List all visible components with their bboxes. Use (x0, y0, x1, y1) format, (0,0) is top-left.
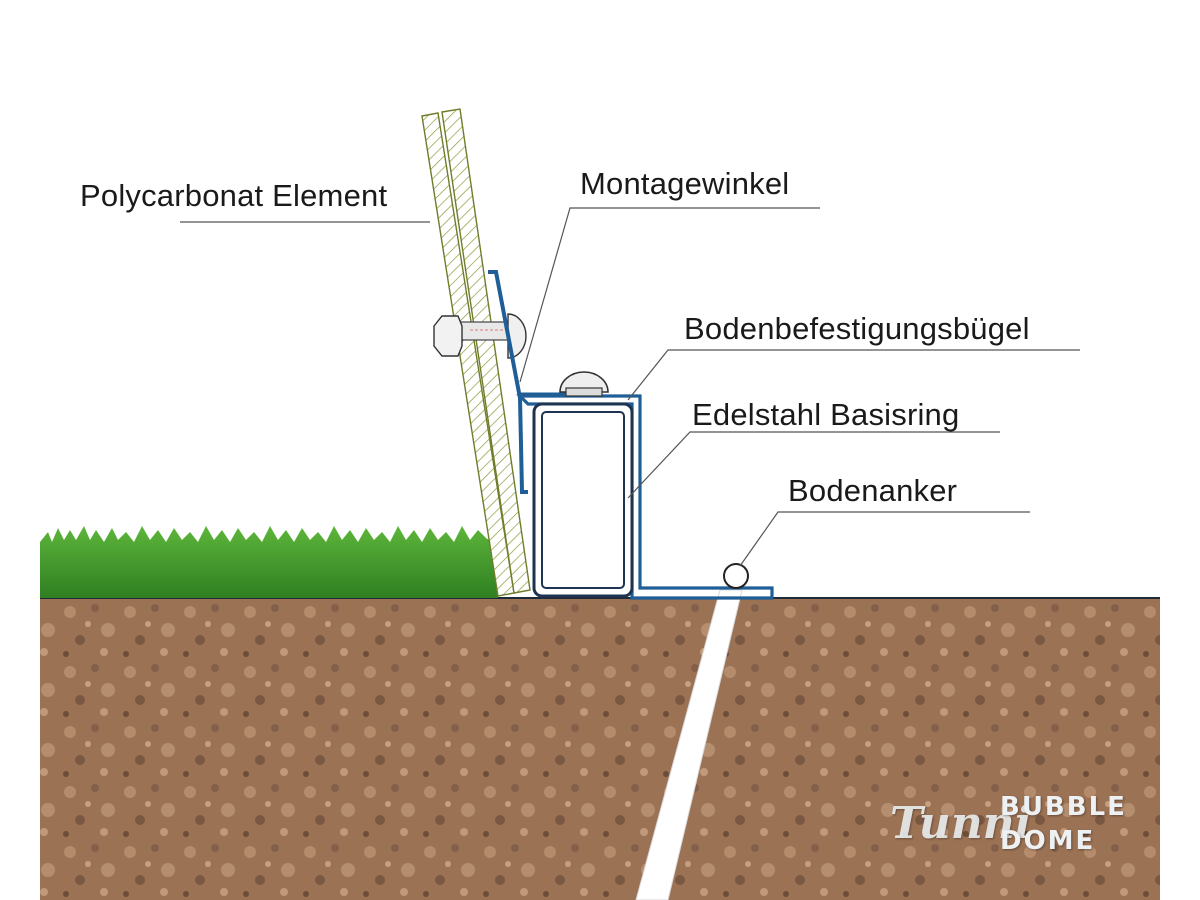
grass (40, 526, 498, 598)
leader-lines (180, 207, 1080, 567)
leader-ground-anchor (739, 511, 1030, 567)
label-base-ring: Edelstahl Basisring (692, 397, 960, 432)
anchor-head (723, 563, 749, 589)
polycarbonate-panel (421, 108, 531, 597)
label-ground-bracket: Bodenbefestigungsbügel (684, 311, 1030, 346)
label-polycarbonate: Polycarbonat Element (80, 178, 388, 213)
label-mounting-bracket: Montagewinkel (580, 166, 790, 201)
logo-line-1: BUBBLE (1000, 792, 1127, 822)
soil (40, 598, 1160, 900)
logo-script: Tunni (890, 798, 1032, 849)
logo-line-2: DOME (1000, 826, 1096, 856)
brand-logo: Tunni BUBBLE DOME (890, 790, 1130, 870)
leader-mounting-bracket (519, 207, 820, 383)
label-ground-anchor: Bodenanker (788, 473, 958, 508)
bolt (433, 313, 527, 359)
dome-nut (559, 371, 609, 397)
ground-anchor-rod (635, 589, 743, 900)
leader-ground-bracket (627, 349, 1080, 401)
leader-base-ring (627, 431, 1000, 499)
